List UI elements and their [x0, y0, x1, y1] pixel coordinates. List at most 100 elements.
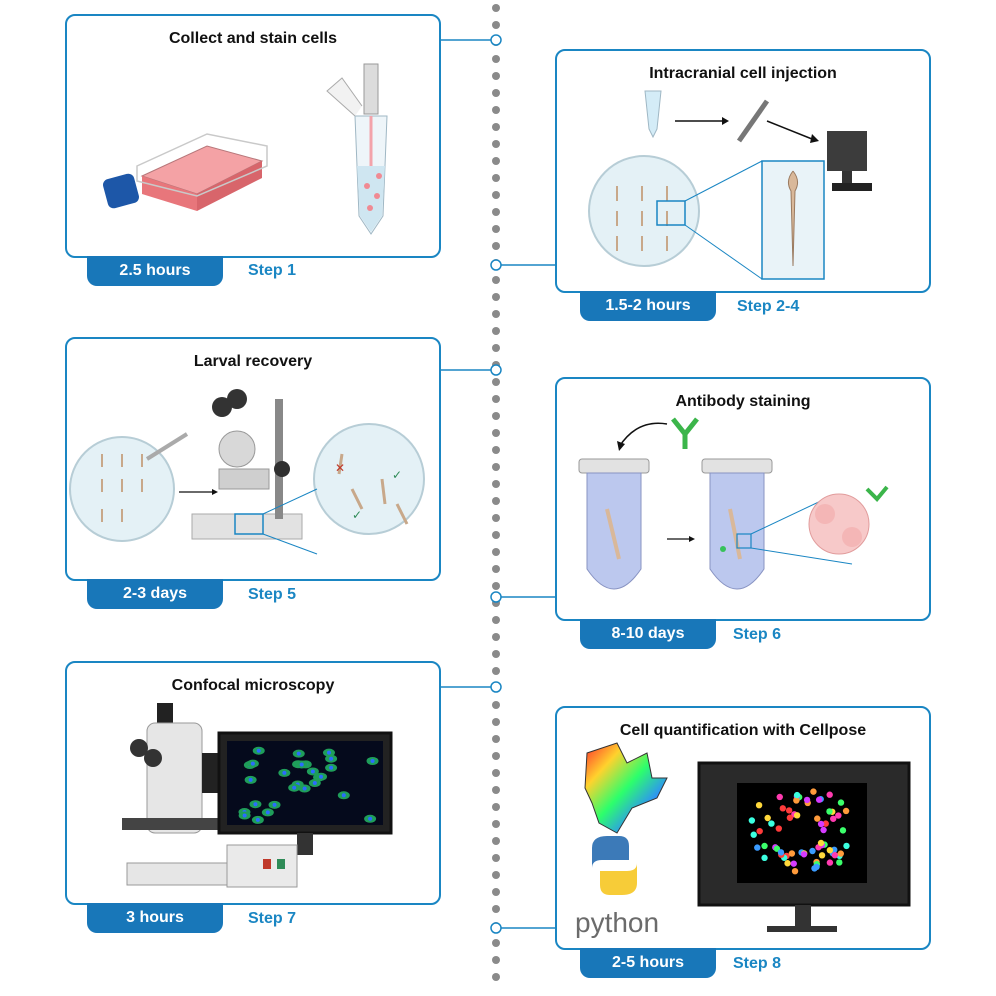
- spine-dot: [492, 463, 500, 471]
- spine-dot: [492, 225, 500, 233]
- cell-nucleus: [341, 793, 346, 798]
- segmented-cell: [837, 850, 844, 857]
- petri-dish-icon: [588, 155, 700, 267]
- spine-dot: [492, 973, 500, 981]
- segmented-cell: [768, 820, 775, 827]
- spine-dot: [492, 327, 500, 335]
- spine-dot: [492, 871, 500, 879]
- step-card-confocal: Confocal microscopy: [65, 661, 441, 905]
- spine-dot: [492, 905, 500, 913]
- spine-dot: [492, 123, 500, 131]
- spine-dot: [492, 276, 500, 284]
- cellpose-logo-icon: [584, 742, 668, 834]
- step-card-larval-recovery: Larval recovery ✕ ✓ ✓: [65, 337, 441, 581]
- spine-dot: [492, 446, 500, 454]
- segmented-cell: [817, 820, 825, 828]
- tumor-cell-cluster-icon: [808, 485, 889, 555]
- stereo-microscope-icon: [191, 389, 303, 540]
- segmented-cell: [791, 867, 799, 875]
- segmented-cell: [826, 859, 834, 866]
- segmented-cell: [837, 799, 845, 806]
- spine-dot: [492, 803, 500, 811]
- segmented-cell: [810, 788, 817, 795]
- spine-dot: [492, 497, 500, 505]
- duration-badge: 8-10 days: [580, 619, 716, 649]
- spine-dot: [492, 531, 500, 539]
- segmented-cell: [809, 847, 816, 855]
- segmented-cell: [793, 797, 800, 804]
- tube-icon: [644, 90, 662, 139]
- spine-dot: [492, 786, 500, 794]
- spine-dot: [492, 480, 500, 488]
- step-label: Step 6: [733, 626, 782, 643]
- duration-badge: 1.5-2 hours: [580, 291, 716, 321]
- segmented-cell: [748, 817, 756, 824]
- step-title: Confocal microscopy: [171, 677, 335, 694]
- segmented-cell: [818, 852, 826, 859]
- cell-nucleus: [248, 777, 253, 782]
- cell-nucleus: [253, 802, 258, 807]
- cell-nucleus: [242, 813, 247, 818]
- cell-nucleus: [250, 761, 255, 766]
- cell-nucleus: [272, 802, 277, 807]
- segmented-cell: [839, 827, 847, 834]
- segmented-cell: [756, 827, 763, 835]
- timeline-node-2: [490, 259, 502, 271]
- needle-icon: [736, 99, 770, 143]
- centrifuge-tube-icon: [326, 63, 388, 235]
- duration-badge: 3 hours: [87, 903, 223, 933]
- step-card-cellpose: Cell quantification with Cellpose python: [555, 706, 931, 950]
- cellpose-illustration: python: [575, 742, 911, 938]
- spine-dot: [492, 344, 500, 352]
- step-title: Collect and stain cells: [168, 30, 338, 47]
- step-title: Intracranial cell injection: [649, 65, 837, 82]
- segmented-cell: [817, 839, 825, 847]
- segmented-cell: [826, 846, 834, 854]
- confocal-illustration: [122, 703, 393, 888]
- cell-nucleus: [319, 774, 324, 779]
- flask-and-tube-illustration: [103, 63, 388, 235]
- segmented-cell: [835, 812, 842, 819]
- step-label: Step 5: [248, 586, 297, 603]
- micromanipulator-icon: [827, 131, 872, 191]
- segmented-cell: [793, 812, 801, 819]
- timeline-node-6: [490, 922, 502, 934]
- segmented-cell: [793, 791, 801, 799]
- cell-nucleus: [310, 769, 315, 774]
- spine-dot: [492, 191, 500, 199]
- laser-box-icon: [226, 844, 298, 888]
- segmented-cell: [814, 815, 821, 822]
- duration-badge: 2-5 hours: [580, 948, 716, 978]
- segmented-cell: [830, 815, 837, 822]
- spine-dot: [492, 565, 500, 573]
- segmented-cell: [790, 860, 797, 867]
- segmented-cell: [842, 807, 850, 815]
- duration-badge: 2.5 hours: [87, 256, 223, 286]
- segmented-cell: [761, 842, 768, 850]
- spine-dot: [492, 956, 500, 964]
- spine-dot: [492, 769, 500, 777]
- spine-dot: [492, 310, 500, 318]
- spine-dot: [492, 89, 500, 97]
- segmented-cell: [822, 820, 829, 827]
- spine-dot: [492, 4, 500, 12]
- spine-dot: [492, 650, 500, 658]
- segmented-cell: [800, 851, 808, 858]
- segmented-cell: [788, 850, 796, 857]
- spine-dot: [492, 548, 500, 556]
- segmented-cell: [776, 793, 783, 801]
- segmented-cell: [836, 859, 843, 866]
- spine-dot: [492, 140, 500, 148]
- spine-dot: [492, 55, 500, 63]
- monitor-icon: [217, 731, 393, 855]
- segmented-cell: [777, 849, 785, 856]
- spine-dot: [492, 395, 500, 403]
- step-label: Step 1: [248, 262, 297, 279]
- python-wordmark: python: [575, 907, 659, 938]
- cell-nucleus: [302, 786, 307, 791]
- segmented-cell: [813, 863, 820, 871]
- cell-nucleus: [329, 756, 334, 761]
- check-mark-icon: ✓: [352, 508, 362, 522]
- spine-dot: [492, 412, 500, 420]
